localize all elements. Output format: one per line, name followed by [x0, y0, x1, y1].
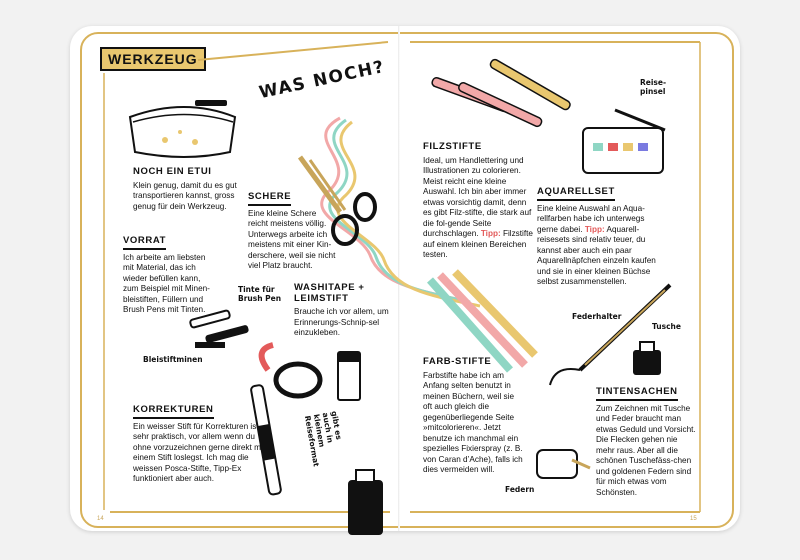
filzstifte-tip-label: Tipp: [480, 229, 501, 238]
ink-bottle-illustration [633, 341, 661, 375]
korrekturen-text: Ein weisser Stift für Korrekturen ist se… [133, 421, 265, 484]
washi-title: WASHITAPE + LEIMSTIFT [294, 282, 365, 304]
section-schere: SCHERE Eine kleine Schere reicht meisten… [248, 191, 338, 272]
section-filzstifte: FILZSTIFTE Ideal, um Handlettering und I… [423, 141, 533, 261]
filzstifte-tip-text: Filzstifte auf einem kleinen Bereichen t… [423, 229, 533, 259]
scissors-illustration [297, 155, 377, 246]
section-washi: WASHITAPE + LEIMSTIFT Brauche ich vor al… [294, 282, 389, 339]
tinten-title: TINTENSACHEN [596, 386, 678, 401]
aquarell-tip-label: Tipp: [584, 224, 605, 234]
filzstifte-title: FILZSTIFTE [423, 141, 482, 152]
page-number-left: 14 [97, 516, 104, 522]
korrekturen-title: KORREKTUREN [133, 404, 214, 419]
gold-frame [80, 32, 734, 528]
tusche-note: Tusche [652, 322, 681, 331]
reisepinsel-note: Reise-pinsel [640, 78, 667, 96]
minen-note: Bleistiftminen [143, 355, 203, 364]
farbstifte-text: Farbstifte habe ich am Anfang selten ben… [423, 370, 523, 475]
schere-title: SCHERE [248, 191, 292, 206]
vorrat-text: Ich arbeite am liebsten mit Material, da… [123, 252, 210, 315]
nibs-tin-illustration [536, 449, 591, 479]
watercolor-set-illustration [582, 127, 664, 174]
section-korrekturen: KORREKTUREN Ein weisser Stift für Korrek… [133, 404, 268, 485]
section-badge: WERKZEUG [100, 47, 206, 71]
aquarell-title: AQUARELLSET [537, 186, 615, 201]
section-aquarell: AQUARELLSET Eine kleine Auswahl an Aqua-… [537, 186, 667, 288]
washi-text: Brauche ich vor allem, um Erinnerungs-Sc… [294, 307, 389, 337]
tinten-text: Zum Zeichnen mit Tusche und Feder brauch… [596, 403, 696, 497]
aquarell-text: Eine kleine Auswahl an Aqua-rellfarben h… [537, 203, 645, 234]
section-farbstifte: FARB-STIFTE Farbstifte habe ich am Anfan… [423, 356, 523, 476]
federn-note: Federn [505, 485, 535, 494]
dip-pen-illustration [549, 283, 672, 386]
schere-text: Eine kleine Schere reicht meistens völli… [248, 208, 336, 271]
colored-pencils-illustration [427, 269, 538, 373]
section-etui: NOCH EIN ETUI Klein genug, damit du es g… [133, 166, 238, 212]
vorrat-title: VORRAT [123, 235, 167, 250]
tinte-note: Tinte für Brush Pen [238, 285, 282, 303]
spray-can-illustration [348, 469, 383, 535]
pencil-case-illustration [128, 100, 237, 158]
federhalter-note: Federhalter [572, 312, 622, 321]
aquarell-tip-text: Aquarell-reisesets sind relativ teuer, d… [537, 224, 656, 287]
posca-pen-illustration [250, 384, 282, 496]
markers-illustration [431, 58, 571, 128]
washi-tape-illustration [258, 342, 361, 401]
etui-title: NOCH EIN ETUI [133, 166, 212, 177]
ink-cartridges-illustration [189, 309, 249, 348]
filzstifte-text: Ideal, um Handlettering und Illustration… [423, 155, 532, 239]
farbstifte-title: FARB-STIFTE [423, 356, 492, 367]
page-number-right: 15 [690, 516, 697, 522]
section-vorrat: VORRAT Ich arbeite am liebsten mit Mater… [123, 235, 218, 316]
etui-text: Klein genug, damit du es gut transportie… [133, 180, 237, 211]
travel-brush-illustration [614, 108, 666, 132]
section-tinten: TINTENSACHEN Zum Zeichnen mit Tusche und… [596, 386, 696, 498]
